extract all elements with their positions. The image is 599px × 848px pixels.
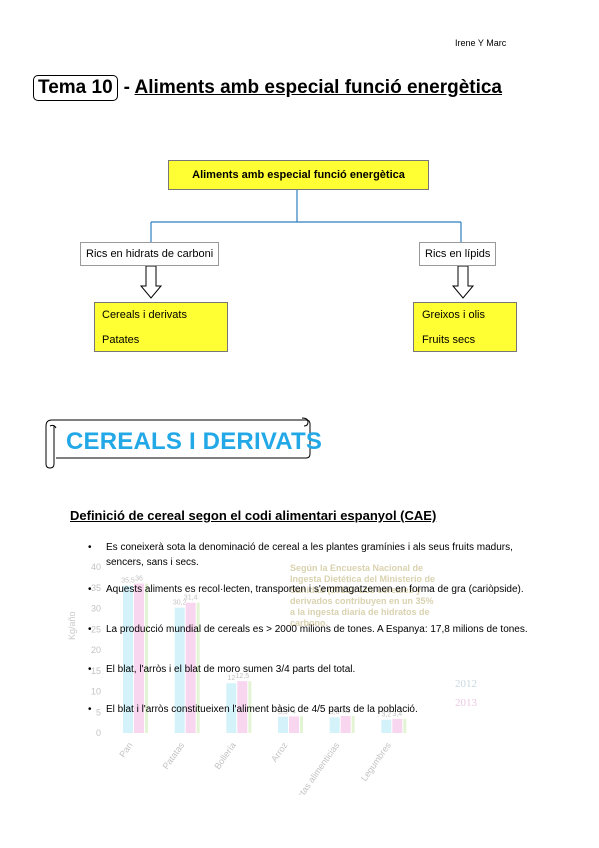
- chart-y-label: Kg/año: [67, 611, 77, 640]
- chart-y-tick: 10: [91, 687, 101, 697]
- chart-bar: [392, 718, 403, 733]
- list-item: La producció mundial de cereals es > 200…: [88, 622, 548, 637]
- diagram-item: Greixos i olis: [422, 309, 485, 321]
- chart-category-label: Patatas: [161, 740, 187, 771]
- arrow-down-icon: [139, 265, 163, 299]
- chart-bar-shadow: [403, 718, 407, 733]
- list-item: Es coneixerà sota la denominació de cere…: [88, 540, 548, 570]
- list-item: Aquests aliments es recol·lecten, transp…: [88, 582, 548, 597]
- chart-data-label: 31,4: [184, 595, 198, 602]
- chart-bar: [340, 715, 351, 733]
- chart-category-label: Legumbres: [359, 740, 393, 783]
- diagram-lipids-items: Greixos i olis Fruits secs: [413, 302, 517, 352]
- arrow-down-icon: [451, 265, 475, 299]
- chart-bar-shadow: [145, 583, 148, 733]
- title-dash: -: [123, 77, 130, 98]
- chart-bar: [289, 716, 299, 733]
- chart-data-label: 36: [135, 576, 143, 583]
- chart-bar-shadow: [300, 716, 303, 733]
- definition-bullets: Es coneixerà sota la denominació de cere…: [88, 540, 548, 717]
- chart-bar: [329, 717, 340, 733]
- chart-y-tick: 20: [91, 645, 101, 655]
- diagram-branch-carbs: Rics en hidrats de carboni: [80, 242, 220, 266]
- diagram-item: Cereals i derivats: [102, 309, 187, 321]
- chart-category-label: Arroz: [269, 740, 290, 764]
- topic-number: Tema 10: [33, 75, 118, 101]
- chart-data-label: 12: [227, 675, 235, 682]
- section-banner: [45, 417, 311, 469]
- page-title: Tema 10 - Aliments amb especial funció e…: [33, 75, 502, 101]
- list-item: El blat, l'arròs i el blat de moro sumen…: [88, 662, 548, 677]
- diagram-connectors: [139, 188, 475, 299]
- title-text-wrap: - Aliments amb especial funció energètic…: [124, 77, 502, 99]
- chart-category-label: Pastas alimenticias: [289, 740, 342, 795]
- title-text: Aliments amb especial funció energètica: [134, 77, 503, 98]
- diagram-root: Aliments amb especial funció energètica: [168, 160, 429, 190]
- author-label: Irene Y Marc: [455, 38, 507, 48]
- section-title: CEREALS I DERIVATS: [66, 428, 323, 455]
- chart-category-label: Pan: [117, 740, 134, 759]
- diagram-item: Patates: [102, 334, 140, 346]
- chart-data-label: 30,2: [173, 600, 187, 607]
- list-item: El blat i l'arròs constitueixen l'alimen…: [88, 702, 548, 717]
- chart-bar: [123, 585, 133, 733]
- diagram-item: Fruits secs: [422, 334, 476, 346]
- chart-y-tick: 30: [91, 604, 101, 614]
- chart-bar: [278, 716, 288, 733]
- legend-2012: 2012: [455, 678, 477, 690]
- chart-bar: [381, 719, 392, 733]
- chart-bar: [134, 583, 144, 733]
- chart-bar-shadow: [351, 715, 355, 733]
- chart-y-tick: 0: [96, 728, 101, 738]
- diagram-branch-lipids: Rics en lípids: [419, 242, 497, 266]
- chart-category-label: Bollería: [212, 740, 238, 771]
- diagram-carbs-items: Cereals i derivats Patates: [94, 302, 228, 352]
- definition-title: Definició de cereal segon el codi alimen…: [70, 508, 437, 523]
